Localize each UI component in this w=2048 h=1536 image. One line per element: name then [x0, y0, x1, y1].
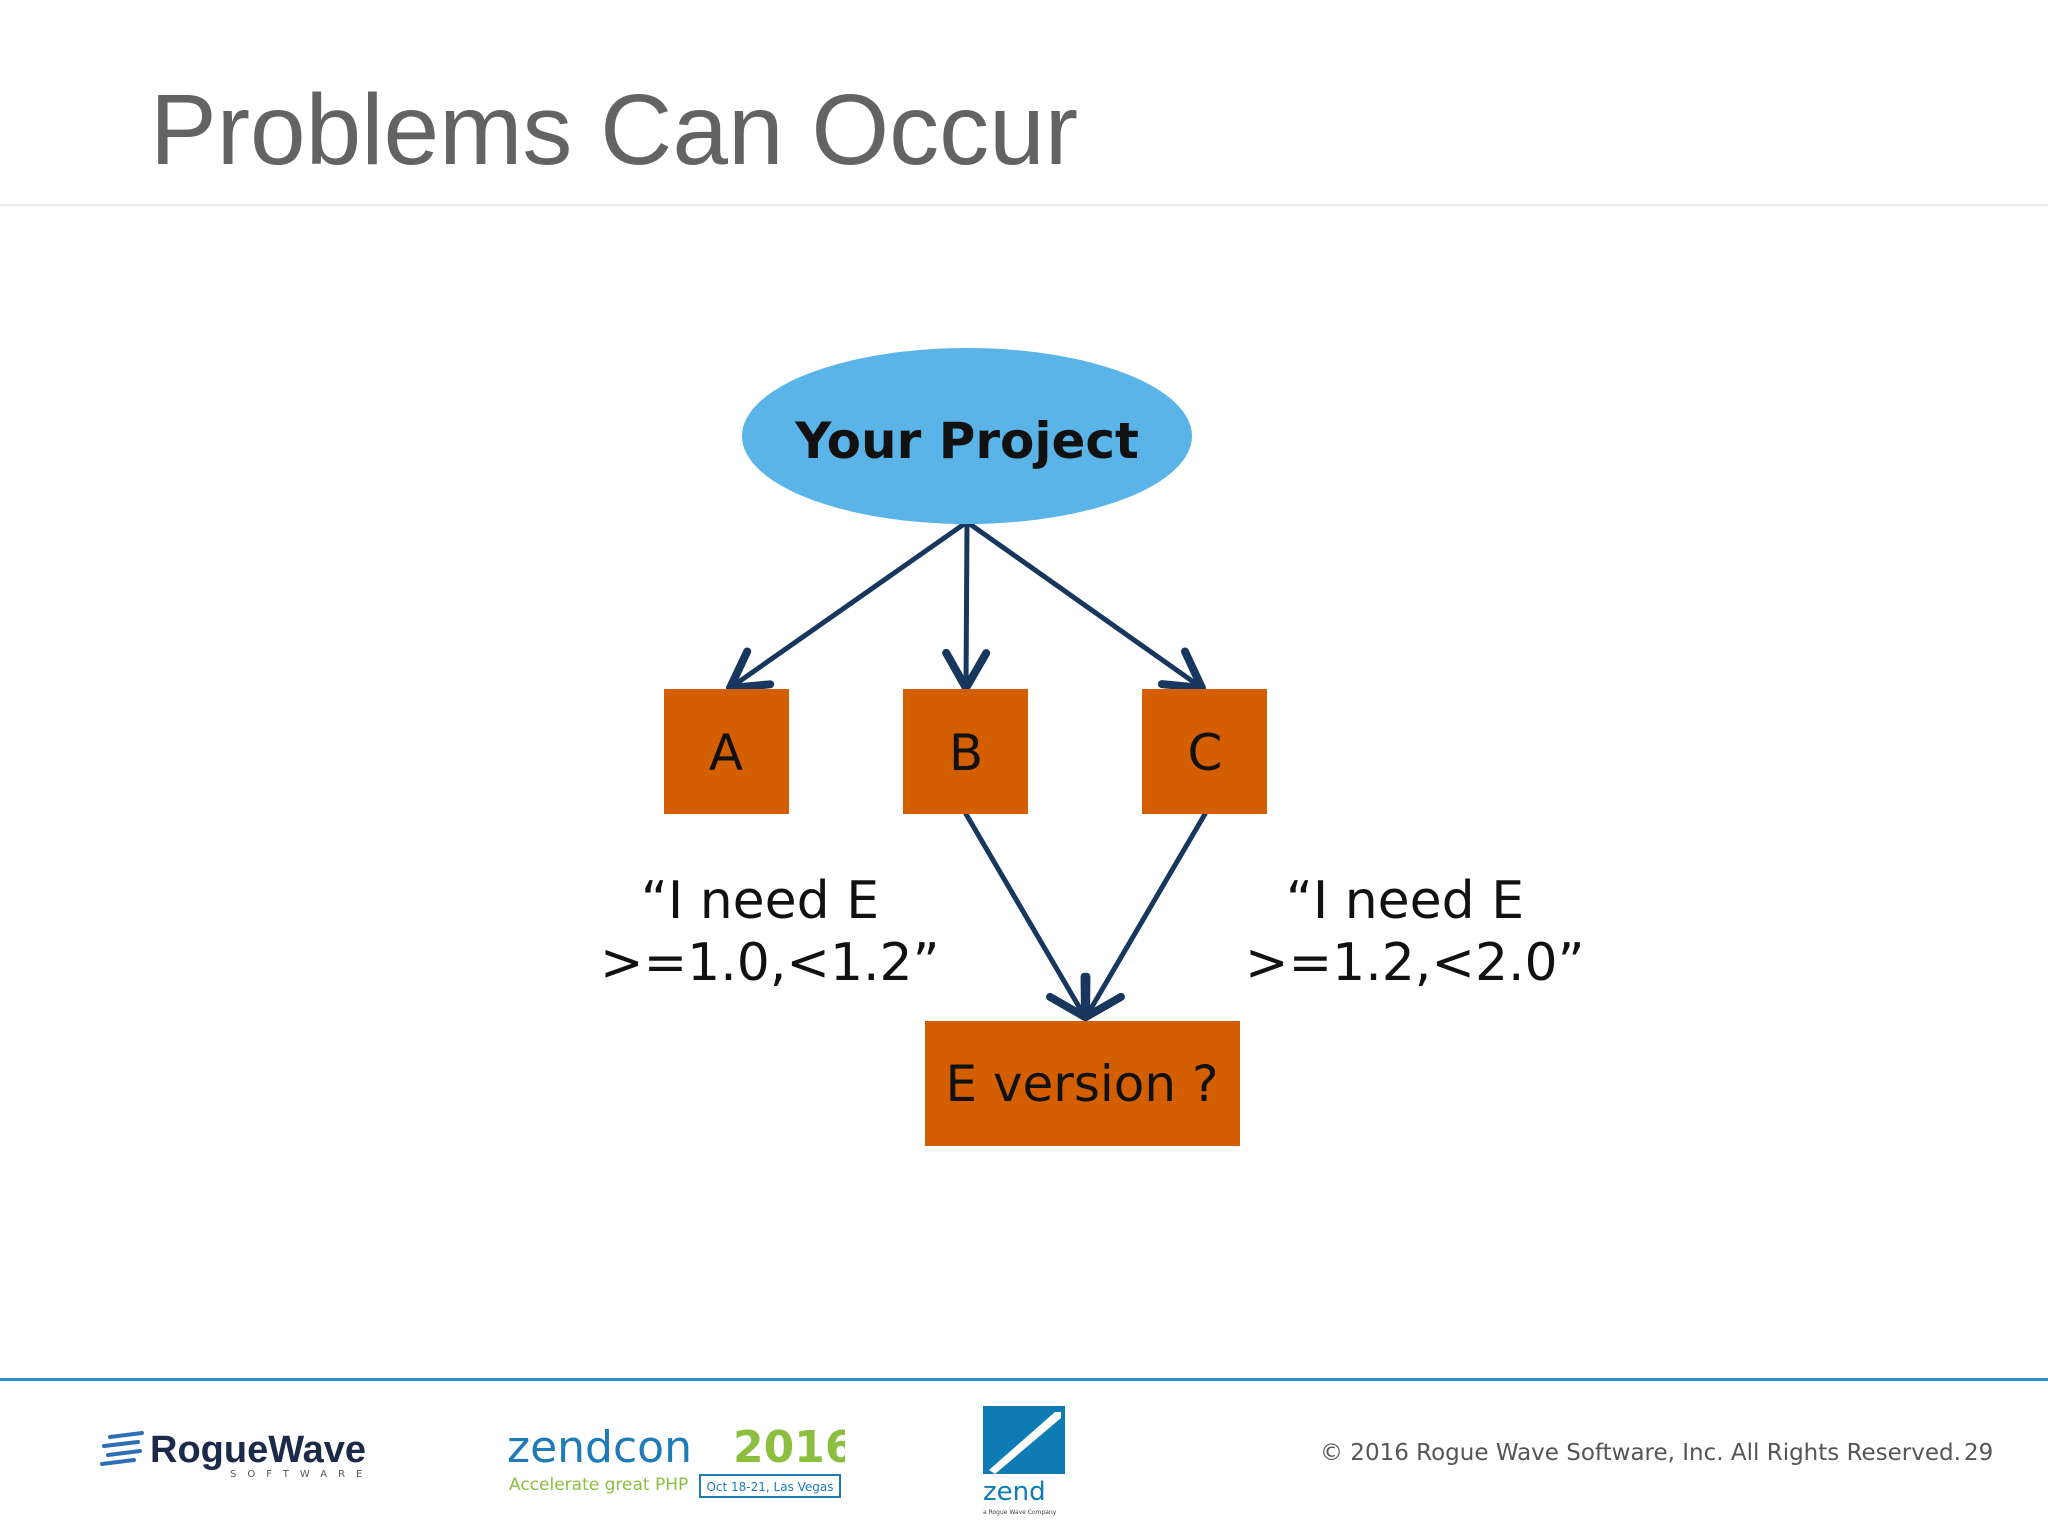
zendcon-name: zendcon	[507, 1422, 692, 1473]
roguewave-name: RogueWave	[150, 1429, 366, 1471]
root-node: Your Project	[742, 348, 1192, 524]
target-node-label: E version ?	[945, 1055, 1218, 1113]
arrow-b-to-e	[963, 811, 1089, 1021]
zend-logo: zend a Rogue Wave Company	[983, 1406, 1065, 1516]
node-b-label: B	[949, 724, 983, 782]
requirement-c-line1: “I need E	[1285, 871, 1525, 931]
zendcon-year: 2016	[733, 1422, 845, 1473]
slide-title: Problems Can Occur	[150, 74, 1079, 186]
footer-divider	[0, 1378, 2048, 1381]
zendcon-tagline: Accelerate great PHP	[509, 1475, 688, 1495]
root-node-label: Your Project	[794, 412, 1139, 470]
zend-name: zend	[983, 1477, 1046, 1507]
dependency-arrows	[726, 519, 1208, 1021]
requirement-a-line2: >=1.0,<1.2”	[600, 933, 940, 993]
roguewave-logo: RogueWave SOFTWARE	[100, 1429, 373, 1480]
node-c-label: C	[1188, 724, 1223, 782]
zendcon-logo: zendcon 2016 Accelerate great PHP Oct 18…	[507, 1422, 845, 1498]
root-node-shape	[742, 348, 1192, 524]
roguewave-tagline: SOFTWARE	[230, 1469, 373, 1480]
node-b-box	[903, 689, 1028, 814]
requirement-note-a: “I need E >=1.0,<1.2”	[600, 870, 940, 994]
zendcon-date: Oct 18-21, Las Vegas	[706, 1480, 833, 1494]
copyright-text: © 2016 Rogue Wave Software, Inc. All Rig…	[1320, 1440, 1961, 1466]
target-node: E version ?	[925, 1021, 1240, 1146]
zend-z-icon	[989, 1412, 1061, 1474]
requirement-note-c: “I need E >=1.2,<2.0”	[1245, 870, 1585, 994]
node-a-box	[664, 689, 789, 814]
arrow-project-to-c	[964, 519, 1206, 692]
zend-tagline: a Rogue Wave Company	[983, 1509, 1057, 1516]
requirement-c-line2: >=1.2,<2.0”	[1245, 933, 1585, 993]
title-divider	[0, 204, 2048, 206]
zendcon-date-box	[699, 1474, 841, 1498]
node-c-box	[1142, 689, 1267, 814]
node-b: B	[903, 689, 1028, 814]
node-a-label: A	[709, 724, 743, 782]
requirement-a-line1: “I need E	[640, 871, 880, 931]
arrow-project-to-b	[942, 519, 991, 692]
node-a: A	[664, 689, 789, 814]
roguewave-wave-icon	[100, 1431, 144, 1466]
arrow-c-to-e	[1082, 811, 1208, 1021]
node-c: C	[1142, 689, 1267, 814]
arrow-project-to-a	[726, 519, 970, 692]
page-number: 29	[1964, 1440, 1994, 1466]
target-node-box	[925, 1021, 1240, 1146]
